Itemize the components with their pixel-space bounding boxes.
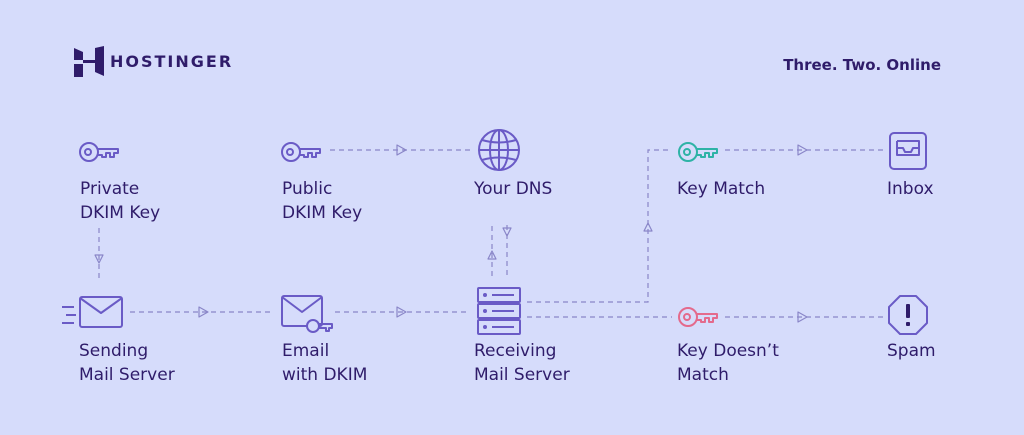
key-icon [678, 307, 718, 327]
label-inbox: Inbox [887, 179, 934, 199]
arrowhead-right-icon [797, 311, 808, 323]
label-key-doesnt-match: Key Doesn’t Match [677, 341, 779, 385]
label-your-dns: Your DNS [474, 179, 553, 199]
brand-name: HOSTINGER [110, 52, 234, 71]
label-private-dkim-key: Private DKIM Key [80, 179, 161, 223]
inbox-icon [889, 132, 927, 170]
arrowhead-down-icon [502, 227, 512, 237]
globe-icon [478, 129, 520, 171]
arrowhead-right-icon [396, 306, 407, 318]
label-key-match: Key Match [677, 179, 766, 199]
arrowhead-up-icon [487, 250, 497, 260]
warning-octagon-icon [888, 295, 928, 335]
arrowhead-down-icon [94, 254, 104, 264]
arrowhead-right-icon [797, 144, 808, 156]
label-spam: Spam [887, 341, 936, 361]
envelope-icon [62, 296, 123, 328]
connector-receiving-to-match [527, 149, 672, 303]
label-sending-mail-server: Sending Mail Server [79, 341, 175, 385]
arrowhead-right-icon [198, 306, 209, 318]
arrowhead-up-icon [643, 222, 653, 232]
envelope-key-icon [281, 295, 333, 333]
key-icon [678, 142, 718, 162]
label-email-with-dkim: Email with DKIM [282, 341, 368, 385]
tagline: Three. Two. Online [783, 56, 941, 74]
arrowhead-right-icon [396, 144, 407, 156]
label-public-dkim-key: Public DKIM Key [282, 179, 363, 223]
key-icon [281, 142, 321, 162]
label-receiving-mail-server: Receiving Mail Server [474, 341, 570, 385]
hostinger-logo-icon [74, 46, 104, 77]
key-icon [79, 142, 119, 162]
server-icon [477, 287, 521, 335]
